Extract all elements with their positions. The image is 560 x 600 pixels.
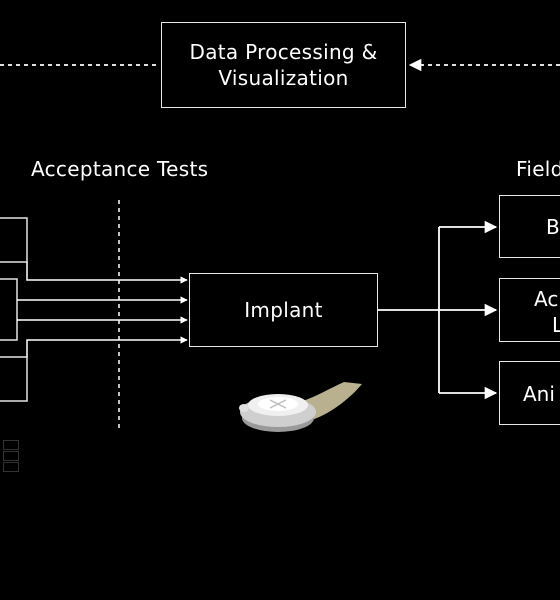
right-box-3-label: Ani [523,382,555,406]
left-box-1 [0,217,28,263]
legend-item-3 [3,462,19,472]
connector-1 [26,262,188,284]
right-box-2-label-line2: L [552,313,560,337]
data-processing-title-line2: Visualization [218,66,349,90]
left-box-2 [0,278,18,341]
right-box-1: B [499,195,560,258]
field-label: Field [516,157,560,181]
data-processing-title-line1: Data Processing & [189,40,378,64]
connector-4 [26,336,188,357]
implant-device-icon [239,382,362,432]
implant-label: Implant [244,298,323,322]
legend-item-1 [3,440,19,450]
implant-box: Implant [189,273,378,347]
left-box-3 [0,356,28,402]
acceptance-tests-label: Acceptance Tests [31,157,209,181]
data-processing-box: Data Processing & Visualization [161,22,406,108]
legend-item-2 [3,451,19,461]
right-box-2-label-line1: Ac [534,287,559,311]
right-box-2: Ac L [499,278,560,342]
right-box-1-label: B [546,215,560,239]
legend-icon [3,440,19,473]
right-box-3: Ani [499,361,560,425]
